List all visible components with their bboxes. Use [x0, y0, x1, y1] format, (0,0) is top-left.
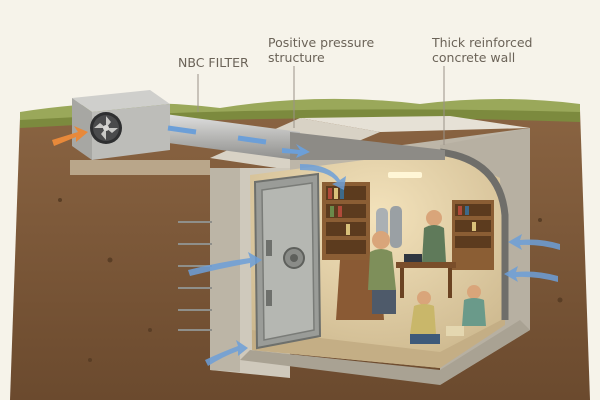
vault-door-icon [253, 172, 322, 350]
game-board [446, 326, 464, 336]
airflow-arrow-icon [52, 125, 560, 366]
fan-icon [90, 112, 122, 144]
bookshelf-icon [322, 182, 370, 260]
wall-anchor-bolts [178, 221, 212, 331]
concrete-wall-label-line2: concrete wall [432, 50, 516, 65]
concrete-wall-label-line1: Thick reinforced [432, 35, 533, 50]
label-leader-lines [197, 66, 445, 145]
nbc-filter-label: NBC FILTER [178, 55, 249, 70]
positive-pressure-label: Positive pressure structure [268, 35, 374, 65]
bookshelf-icon [452, 200, 494, 270]
positive-pressure-label-line2: structure [268, 50, 325, 65]
table [396, 262, 456, 268]
gravel-layer [70, 160, 210, 175]
concrete-wall-label: Thick reinforced concrete wall [432, 35, 532, 65]
laptop [404, 254, 422, 262]
ceiling-lamp [388, 172, 422, 178]
positive-pressure-label-line1: Positive pressure [268, 35, 375, 50]
family-occupants [336, 210, 486, 344]
nbc-filter-unit [72, 90, 170, 160]
